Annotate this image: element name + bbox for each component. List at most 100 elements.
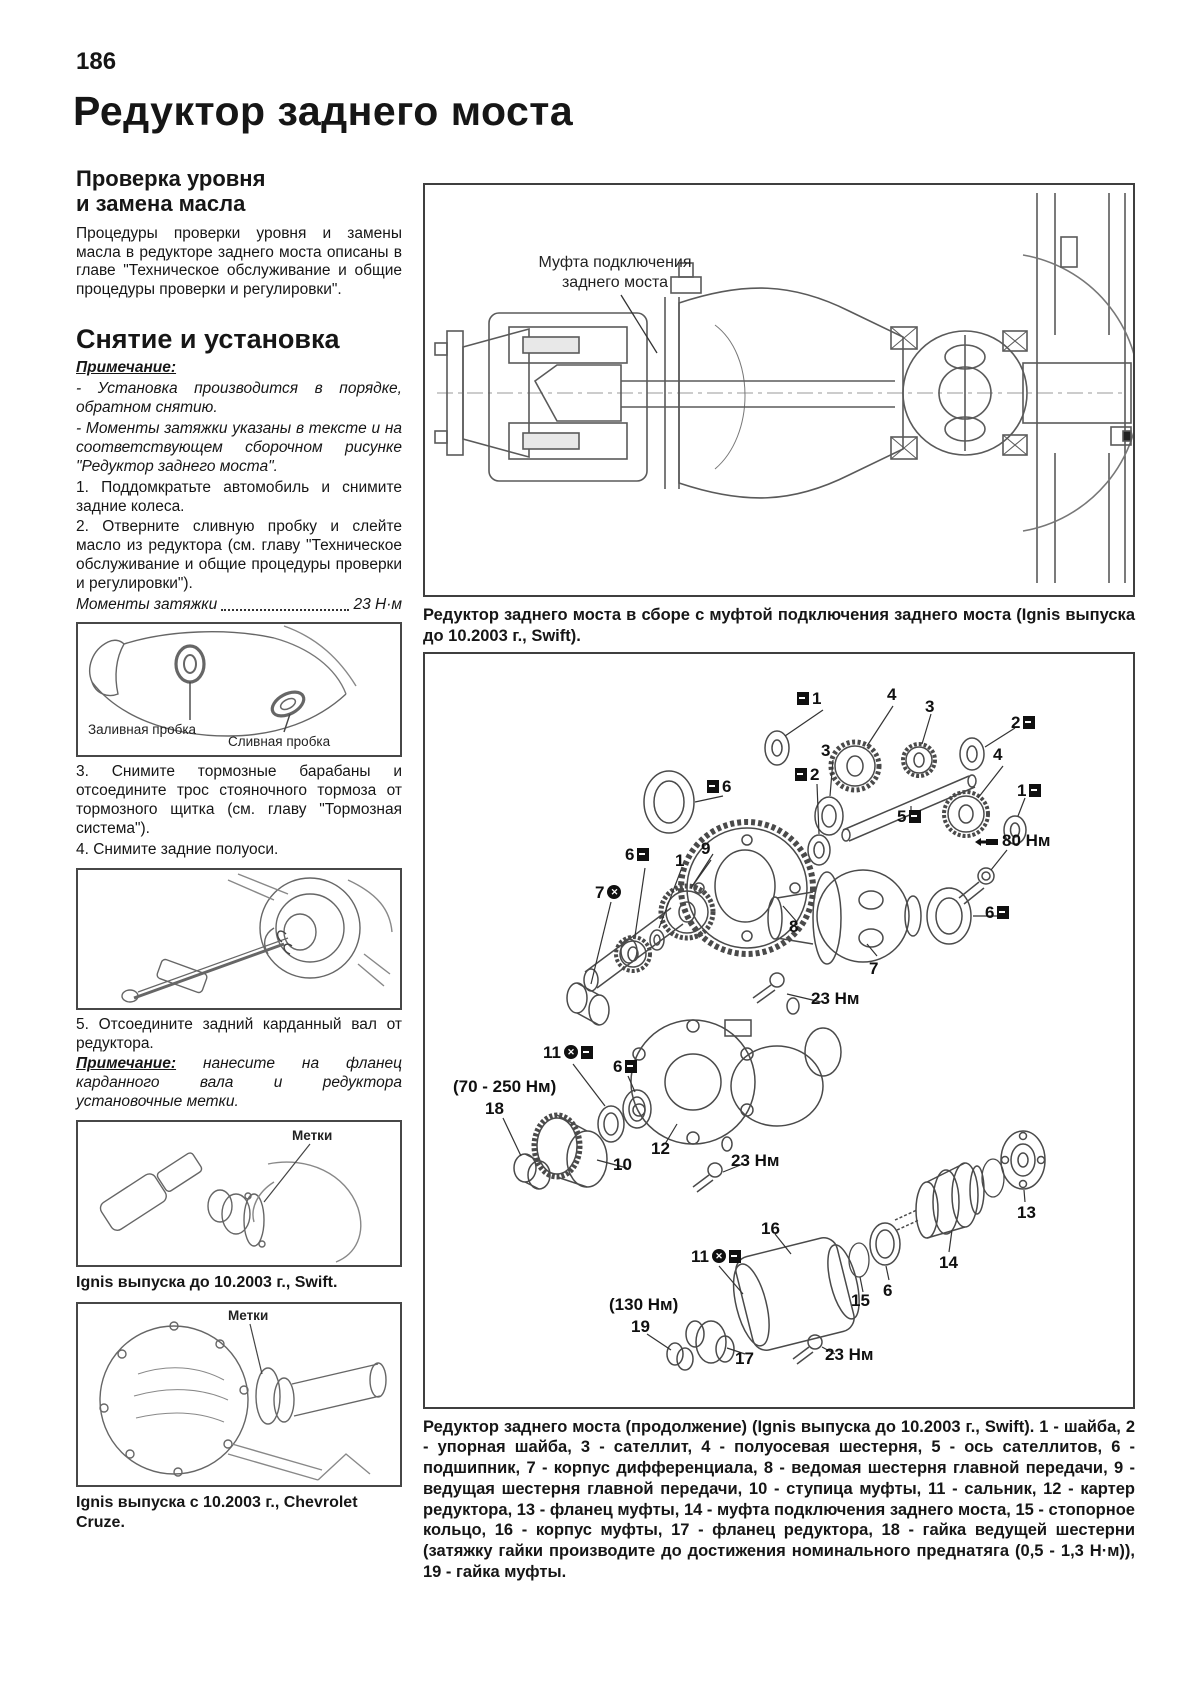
part-label: 3 bbox=[925, 698, 934, 715]
axle-assembly-drawing bbox=[434, 193, 1133, 583]
part-number: 15 bbox=[851, 1290, 870, 1310]
part-label: 9 bbox=[701, 840, 710, 857]
part-label: (130 Нм) bbox=[609, 1296, 678, 1313]
step-5: 5. Отсоедините задний карданный вал от р… bbox=[76, 1015, 402, 1052]
part-label: 3 bbox=[821, 742, 830, 759]
torque-value: 23 Н·м bbox=[353, 596, 402, 614]
part-number: 80 Нм bbox=[1002, 830, 1051, 850]
sealant-icon bbox=[563, 1045, 578, 1060]
part-label: 5 bbox=[897, 806, 922, 826]
part-number: 12 bbox=[651, 1138, 670, 1158]
figure-oil-plugs: Заливная пробка Сливная пробка bbox=[76, 622, 402, 758]
section-heading-oil: Проверка уровня и замена масла bbox=[76, 166, 266, 217]
part-label: 8 bbox=[789, 918, 798, 935]
part-number: 5 bbox=[897, 806, 907, 826]
part-label: 18 bbox=[485, 1100, 504, 1117]
note-text: нанесите на фланец карданного вала и ред… bbox=[76, 1055, 402, 1111]
figure-cover-marks: Метки bbox=[76, 1302, 402, 1488]
figure-axle-removal bbox=[76, 867, 402, 1010]
bolt-icon bbox=[975, 834, 999, 847]
part-number: 6 bbox=[985, 902, 995, 922]
part-number: 14 bbox=[939, 1252, 958, 1272]
part-label: 19 bbox=[631, 1318, 650, 1335]
figure-caption: Ignis выпуска до 10.2003 г., Swift. bbox=[76, 1274, 338, 1292]
note-label: Примечание: bbox=[76, 359, 177, 377]
figure-caption-assembly: Редуктор заднего моста в сборе с муфтой … bbox=[423, 606, 1135, 645]
marks-label: Метки bbox=[228, 1308, 269, 1324]
part-label: 13 bbox=[1017, 1204, 1036, 1221]
part-number: 1 bbox=[1017, 780, 1027, 800]
part-number: 1 bbox=[812, 688, 822, 708]
figure-axle-assembly: Муфта подключения заднего моста bbox=[423, 183, 1135, 597]
part-label: 11 bbox=[691, 1248, 741, 1265]
replace-part-icon bbox=[797, 691, 809, 705]
part-label: 11 bbox=[543, 1044, 593, 1061]
part-label: 1 bbox=[797, 690, 821, 707]
part-label: 23 Нм bbox=[731, 1152, 780, 1169]
step-4: 4. Снимите задние полуоси. bbox=[76, 840, 279, 858]
part-number: 16 bbox=[761, 1218, 780, 1238]
part-number: 6 bbox=[625, 844, 635, 864]
drain-plug-label: Сливная пробка bbox=[228, 734, 331, 750]
replace-part-icon bbox=[707, 779, 719, 793]
part-number: 23 Нм bbox=[825, 1344, 874, 1364]
part-label: 6 bbox=[625, 844, 650, 864]
page-title: Редуктор заднего моста bbox=[73, 88, 574, 134]
part-number: (70 - 250 Нм) bbox=[453, 1076, 557, 1096]
part-number: 23 Нм bbox=[811, 988, 860, 1008]
exploded-view-drawing bbox=[502, 705, 1046, 1371]
paragraph-oil: Процедуры проверки уровня и замены масла… bbox=[76, 224, 402, 299]
part-number: 4 bbox=[993, 744, 1003, 764]
part-label: 6 bbox=[613, 1058, 638, 1075]
section-heading-removal: Снятие и установка bbox=[76, 324, 340, 355]
part-number: 6 bbox=[722, 776, 732, 796]
part-number: 2 bbox=[810, 764, 820, 784]
marks-label: Метки bbox=[292, 1128, 333, 1144]
part-label: (70 - 250 Нм) bbox=[453, 1078, 556, 1095]
part-number: (130 Нм) bbox=[609, 1294, 679, 1314]
part-number: 9 bbox=[701, 838, 711, 858]
right-column: Муфта подключения заднего моста Редуктор… bbox=[423, 183, 1135, 1587]
part-label: 1 bbox=[1017, 780, 1042, 800]
part-number: 3 bbox=[925, 696, 935, 716]
replace-part-icon bbox=[1029, 783, 1042, 797]
part-label: 6 bbox=[707, 778, 731, 795]
note-item: - Установка производится в порядке, обра… bbox=[76, 380, 402, 417]
replace-part-icon bbox=[625, 1059, 638, 1073]
torque-spec-row: Моменты затяжки 23 Н·м bbox=[76, 596, 402, 614]
part-label: 17 bbox=[735, 1350, 754, 1367]
replace-part-icon bbox=[909, 809, 922, 823]
part-number: 2 bbox=[1011, 712, 1021, 732]
fill-plug-label: Заливная пробка bbox=[88, 722, 197, 738]
step-2: 2. Отверните сливную пробку и слейте мас… bbox=[76, 518, 402, 593]
part-number: 10 bbox=[613, 1154, 632, 1174]
part-label: 14 bbox=[939, 1254, 958, 1271]
part-number: 6 bbox=[883, 1280, 893, 1300]
step-3: 3. Снимите тормозные барабаны и отсоедин… bbox=[76, 763, 402, 837]
step-1: 1. Поддомкратьте автомобиль и снимите за… bbox=[76, 478, 402, 515]
part-label: 15 bbox=[851, 1292, 870, 1309]
part-label: 16 bbox=[761, 1220, 780, 1237]
part-label: 2 bbox=[1011, 712, 1036, 732]
page-number: 186 bbox=[76, 48, 117, 75]
part-label: 1 bbox=[675, 852, 684, 869]
note-label: Примечание: bbox=[76, 1055, 177, 1073]
figure-caption: Ignis выпуска с 10.2003 г., Chevrolet Cr… bbox=[76, 1494, 358, 1531]
part-label: 6 bbox=[883, 1282, 892, 1299]
oil-plugs-drawing bbox=[89, 625, 357, 737]
sealant-icon bbox=[711, 1249, 726, 1264]
part-label: 7 bbox=[595, 884, 622, 901]
part-label: 6 bbox=[985, 902, 1010, 922]
replace-part-icon bbox=[795, 767, 807, 781]
axle-removal-drawing bbox=[121, 872, 393, 1003]
part-label: 10 bbox=[613, 1156, 632, 1173]
part-label: 4 bbox=[993, 746, 1002, 763]
part-number: 23 Нм bbox=[731, 1150, 780, 1170]
figure-caption-exploded: Редуктор заднего моста (продолжение) (Ig… bbox=[423, 1417, 1135, 1582]
part-number: 1 bbox=[675, 850, 685, 870]
part-number: 7 bbox=[869, 958, 879, 978]
part-label: 2 bbox=[795, 766, 819, 783]
